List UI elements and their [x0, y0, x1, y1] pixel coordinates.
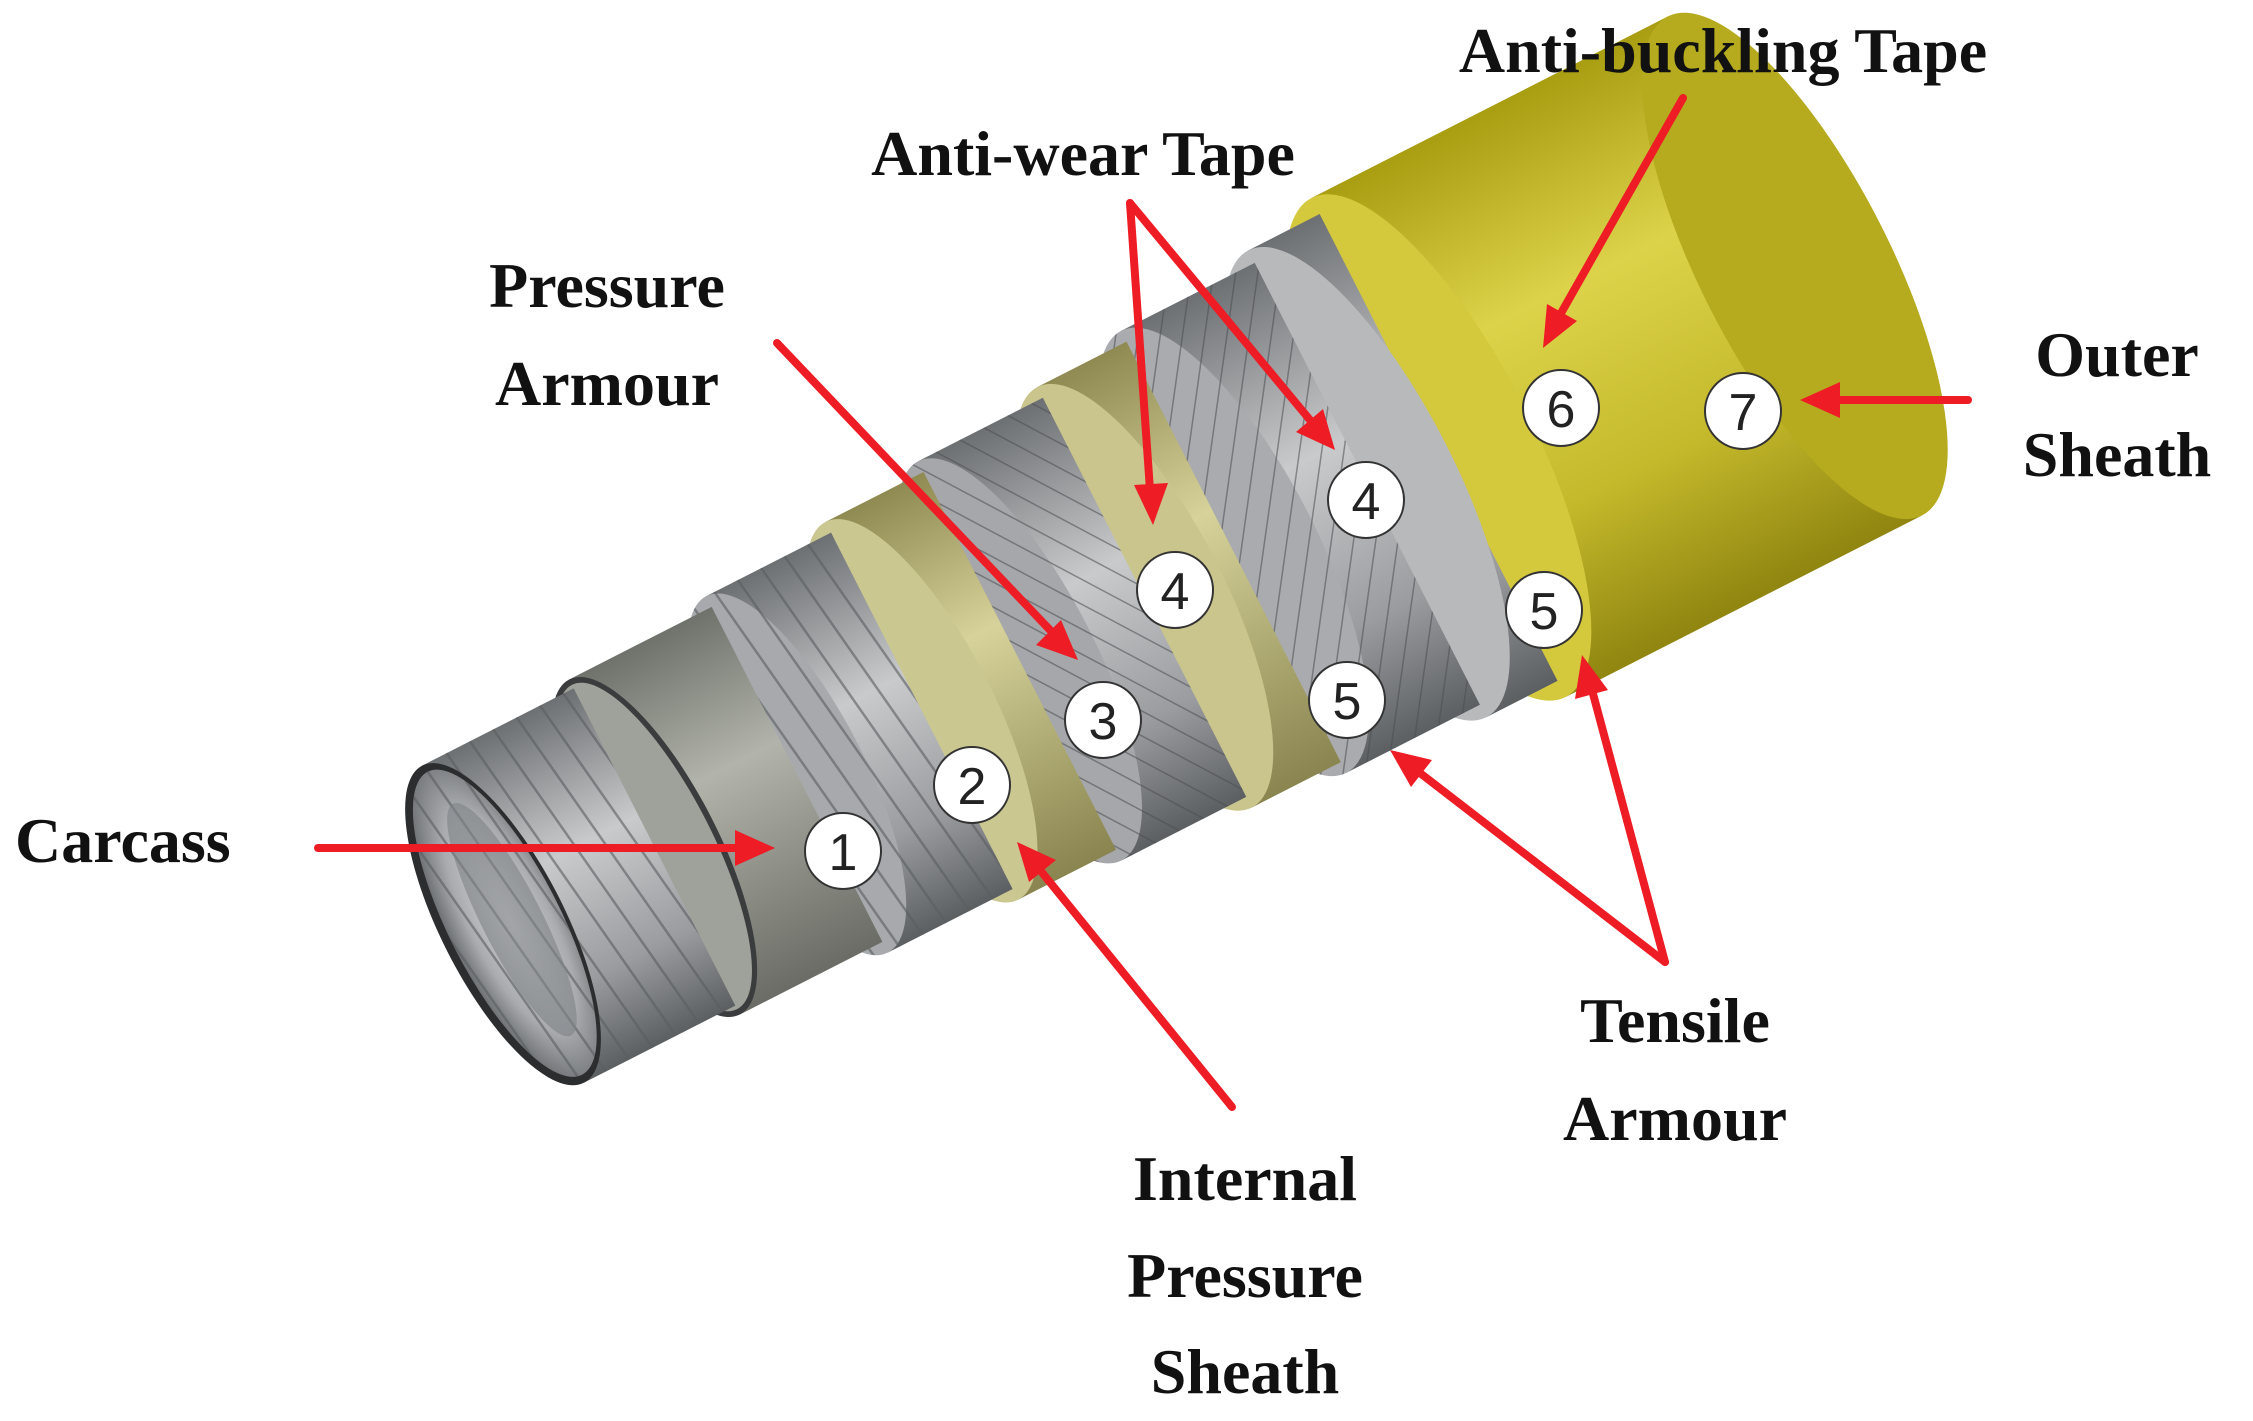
badge-anti-wear-tape-a-number: 4: [1161, 563, 1190, 621]
tensile-armour-arrowhead-b: [1575, 655, 1608, 699]
badge-internal-pressure-sheath: 2: [933, 746, 1011, 824]
badge-tensile-armour-a: 5: [1308, 661, 1386, 739]
carcass-layer: [405, 688, 736, 1086]
anti-buckling-tape-arrow: [1556, 94, 1687, 319]
anti-wear-tape-arrow-a: [1126, 199, 1154, 494]
label-internal-pressure-sheath-line1: Internal: [1133, 1143, 1357, 1214]
badge-anti-wear-tape-b: 4: [1327, 461, 1405, 539]
diagram-labels: Carcass Pressure Armour Anti-wear Tape A…: [15, 15, 2211, 1407]
outer-sheath-arrowhead: [1800, 382, 1840, 418]
anti-buckling-tape-arrowhead: [1543, 304, 1577, 348]
label-carcass: Carcass: [15, 805, 231, 876]
label-internal-pressure-sheath-line3: Sheath: [1151, 1336, 1340, 1407]
tensile-armour-arrowhead-a: [1390, 750, 1432, 787]
badge-carcass: 1: [804, 812, 882, 890]
badge-outer-sheath: 7: [1704, 372, 1782, 450]
label-internal-pressure-sheath-line2: Pressure: [1127, 1240, 1363, 1311]
label-pressure-armour-line2: Armour: [495, 348, 719, 419]
anti-wear-tape-arrowhead-a: [1134, 483, 1168, 525]
tensile-armour-arrow-b: [1588, 686, 1669, 966]
internal-pressure-sheath-arrowhead: [1017, 842, 1056, 882]
badge-carcass-number: 1: [829, 824, 858, 882]
label-anti-wear-tape: Anti-wear Tape: [871, 118, 1295, 189]
label-outer-sheath-line1: Outer: [2035, 319, 2199, 390]
label-tensile-armour-line1: Tensile: [1580, 985, 1770, 1056]
badge-pressure-armour-number: 3: [1089, 693, 1118, 751]
internal-pressure-sheath-arrow: [1036, 866, 1236, 1111]
pipe-body: [405, 12, 1948, 1086]
carcass-arrowhead: [735, 830, 775, 866]
label-pressure-armour-line1: Pressure: [489, 250, 725, 321]
anti-wear-tape-arrow-b: [1126, 199, 1314, 424]
badge-anti-buckling-tape: 6: [1522, 369, 1600, 447]
anti-wear-tape-arrowhead-b: [1296, 409, 1335, 450]
pressure-armour-arrowhead: [1036, 620, 1078, 660]
label-tensile-armour-line2: Armour: [1563, 1083, 1787, 1154]
badge-internal-pressure-sheath-number: 2: [958, 758, 987, 816]
tensile-armour-arrow-a: [1416, 769, 1669, 966]
badge-tensile-armour-a-number: 5: [1333, 673, 1362, 731]
badge-tensile-armour-b: 5: [1505, 571, 1583, 649]
layer-badges: 1 2 3 4 4 5 5 6: [804, 369, 1782, 890]
label-anti-buckling-tape: Anti-buckling Tape: [1459, 15, 1987, 86]
badge-anti-buckling-tape-number: 6: [1547, 381, 1576, 439]
badge-pressure-armour: 3: [1064, 681, 1142, 759]
pressure-armour-arrow: [773, 339, 1054, 634]
badge-anti-wear-tape-a: 4: [1136, 551, 1214, 629]
badge-outer-sheath-number: 7: [1729, 384, 1758, 442]
label-outer-sheath-line2: Sheath: [2023, 419, 2212, 490]
badge-tensile-armour-b-number: 5: [1530, 583, 1559, 641]
badge-anti-wear-tape-b-number: 4: [1352, 473, 1381, 531]
pointer-arrows: [314, 94, 1972, 1111]
